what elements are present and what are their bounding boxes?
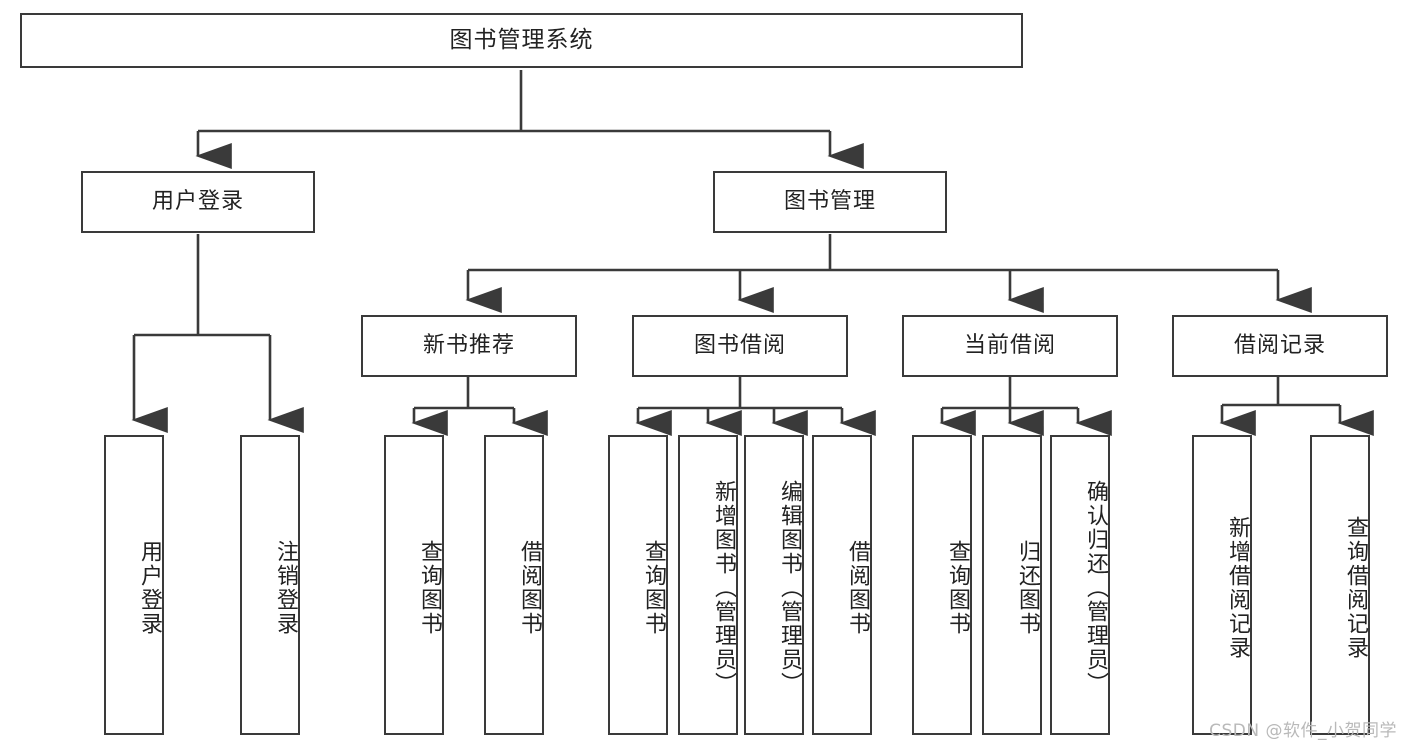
- node-root-system[interactable]: 图书管理系统: [20, 13, 1023, 68]
- node-book-management[interactable]: 图书管理: [713, 171, 947, 233]
- leaf-current-query-book[interactable]: 查询图书: [912, 435, 972, 735]
- node-current-borrow[interactable]: 当前借阅: [902, 315, 1118, 377]
- leaf-current-return-book[interactable]: 归还图书: [982, 435, 1042, 735]
- leaf-user-login[interactable]: 用户登录: [104, 435, 164, 735]
- leaf-borrow-add-book-admin[interactable]: 新增图书（管理员）: [678, 435, 738, 735]
- leaf-current-confirm-return-admin[interactable]: 确认归还（管理员）: [1050, 435, 1110, 735]
- csdn-watermark: CSDN @软件_小贺同学: [1209, 721, 1397, 741]
- leaf-record-add-record[interactable]: 新增借阅记录: [1192, 435, 1252, 735]
- leaf-borrow-borrow-book[interactable]: 借阅图书: [812, 435, 872, 735]
- node-new-book-recommend[interactable]: 新书推荐: [361, 315, 577, 377]
- leaf-recommend-query-book[interactable]: 查询图书: [384, 435, 444, 735]
- leaf-borrow-query-book[interactable]: 查询图书: [608, 435, 668, 735]
- leaf-record-query-record[interactable]: 查询借阅记录: [1310, 435, 1370, 735]
- leaf-borrow-edit-book-admin[interactable]: 编辑图书（管理员）: [744, 435, 804, 735]
- node-book-borrow[interactable]: 图书借阅: [632, 315, 848, 377]
- node-user-login[interactable]: 用户登录: [81, 171, 315, 233]
- leaf-user-logout[interactable]: 注销登录: [240, 435, 300, 735]
- leaf-recommend-borrow-book[interactable]: 借阅图书: [484, 435, 544, 735]
- node-borrow-record[interactable]: 借阅记录: [1172, 315, 1388, 377]
